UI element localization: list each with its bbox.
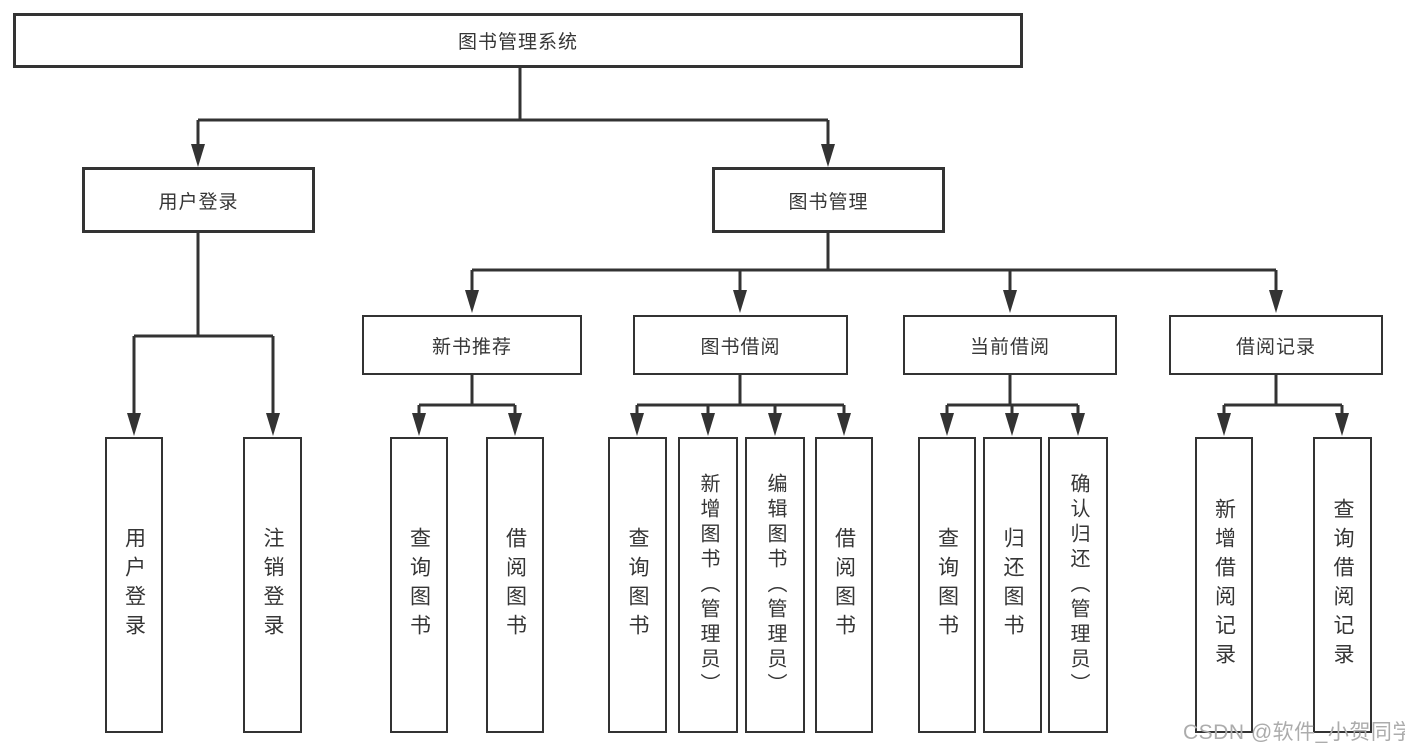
leaf-query-borrow-record: 查询借阅记录: [1313, 437, 1372, 733]
leaf-query-books-recommend: 查询图书: [390, 437, 448, 733]
node-book-management: 图书管理: [712, 167, 945, 233]
leaf-user-login: 用户登录: [105, 437, 163, 733]
leaf-query-borrow-record-label: 查询借阅记录: [1331, 498, 1354, 672]
node-root: 图书管理系统: [13, 13, 1023, 68]
leaf-edit-book-admin: 编辑图书（管理员）: [745, 437, 805, 733]
leaf-borrow-books-recommend: 借阅图书: [486, 437, 544, 733]
leaf-query-books-borrowing: 查询图书: [608, 437, 667, 733]
leaf-confirm-return-admin: 确认归还（管理员）: [1048, 437, 1108, 733]
leaf-borrow-books-borrowing: 借阅图书: [815, 437, 873, 733]
leaf-query-books-borrowing-label: 查询图书: [626, 527, 649, 643]
watermark: CSDN @软件_小贺同学: [1183, 721, 1405, 744]
node-book-borrowing-label: 图书借阅: [700, 336, 781, 358]
leaf-borrow-books-recommend-label: 借阅图书: [503, 527, 527, 643]
node-borrowing-records-label: 借阅记录: [1235, 336, 1316, 358]
node-user-login: 用户登录: [82, 167, 315, 233]
leaf-borrow-books-borrowing-label: 借阅图书: [832, 527, 856, 643]
node-book-management-label: 图书管理: [788, 191, 869, 213]
leaf-return-book-label: 归还图书: [1001, 527, 1024, 643]
leaf-query-books-current: 查询图书: [918, 437, 976, 733]
node-book-borrowing: 图书借阅: [633, 315, 848, 375]
node-new-book-recommendation: 新书推荐: [362, 315, 582, 375]
leaf-add-book-admin-label: 新增图书（管理员）: [697, 472, 719, 698]
node-user-login-label: 用户登录: [158, 191, 239, 213]
leaf-add-borrow-record: 新增借阅记录: [1195, 437, 1253, 733]
node-borrowing-records: 借阅记录: [1169, 315, 1383, 375]
node-current-borrowing: 当前借阅: [903, 315, 1117, 375]
leaf-query-books-current-label: 查询图书: [935, 527, 959, 643]
leaf-confirm-return-admin-label: 确认归还（管理员）: [1067, 472, 1089, 698]
node-root-label: 图书管理系统: [457, 32, 578, 53]
leaf-logout: 注销登录: [243, 437, 302, 733]
leaf-return-book: 归还图书: [983, 437, 1042, 733]
leaf-edit-book-admin-label: 编辑图书（管理员）: [764, 472, 786, 698]
leaf-user-login-label: 用户登录: [122, 527, 146, 643]
node-current-borrowing-label: 当前借阅: [969, 336, 1050, 358]
leaf-add-borrow-record-label: 新增借阅记录: [1212, 498, 1236, 672]
node-new-book-recommendation-label: 新书推荐: [431, 336, 512, 358]
leaf-query-books-recommend-label: 查询图书: [407, 527, 431, 643]
leaf-logout-label: 注销登录: [261, 527, 284, 643]
leaf-add-book-admin: 新增图书（管理员）: [678, 437, 738, 733]
